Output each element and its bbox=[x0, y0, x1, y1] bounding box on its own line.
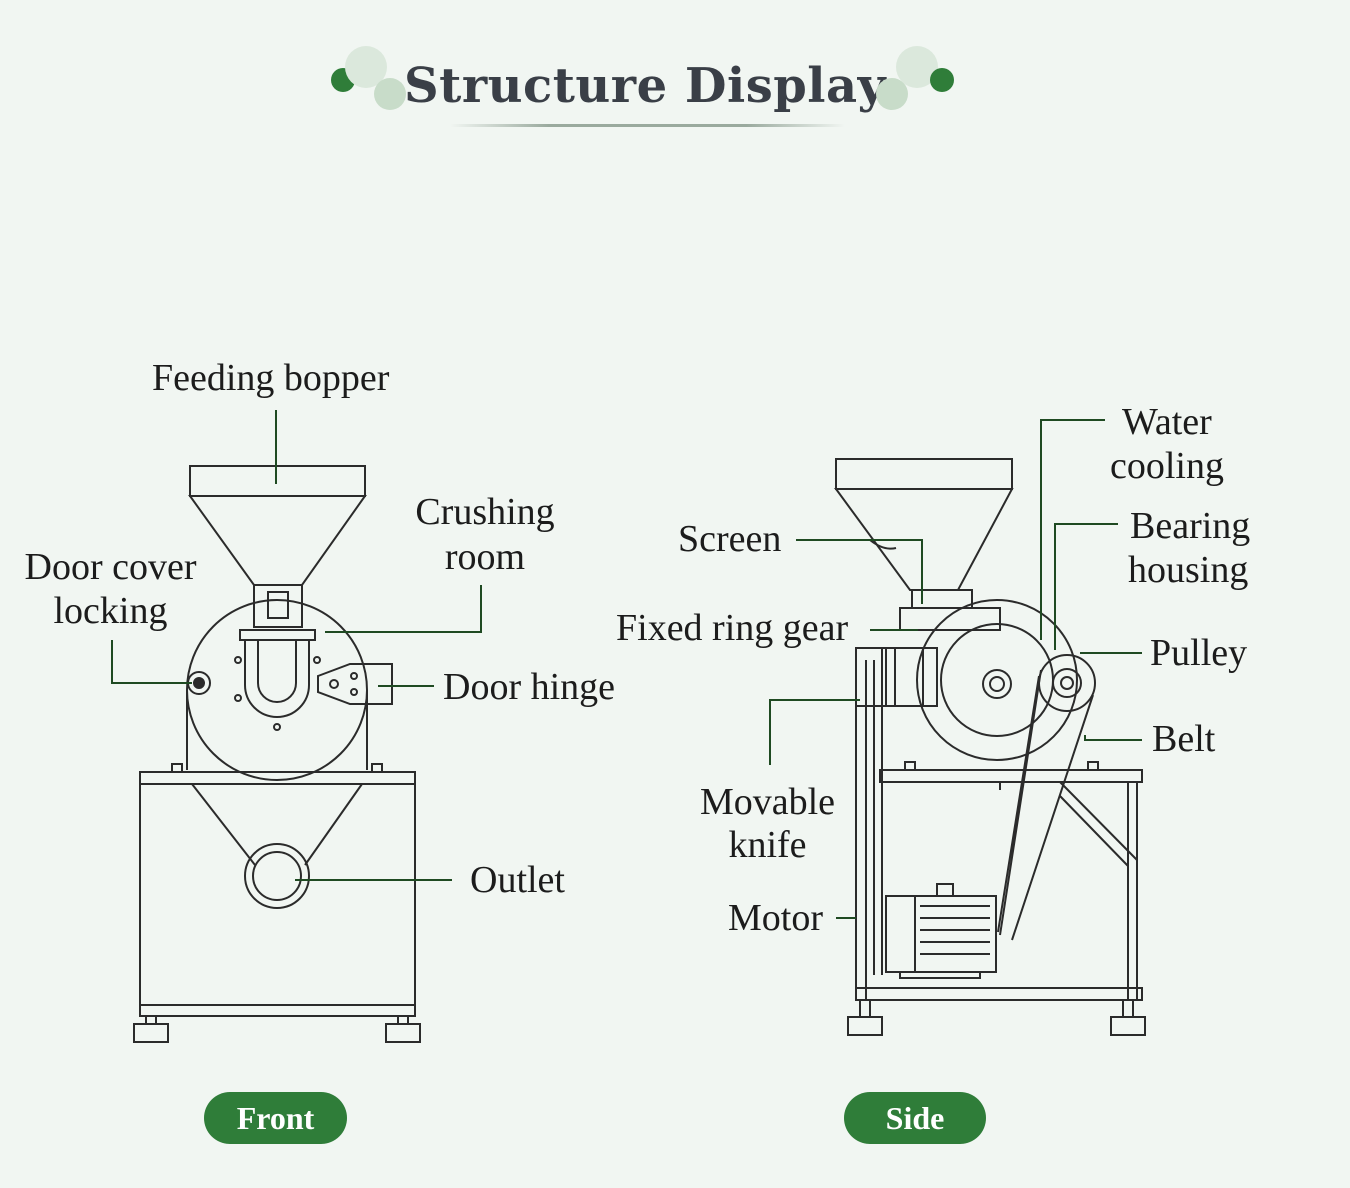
front-neck bbox=[253, 584, 303, 628]
leader-bearing-housing bbox=[1054, 523, 1118, 650]
leader-belt bbox=[1084, 735, 1142, 741]
side-foot-left bbox=[847, 1016, 883, 1036]
side-view-badge: Side bbox=[844, 1092, 986, 1144]
side-belt bbox=[997, 669, 1094, 941]
decor-dot-light-left-small bbox=[374, 78, 406, 110]
front-hopper-rim bbox=[189, 465, 366, 497]
side-foot-right bbox=[1110, 1016, 1146, 1036]
side-view-drawing bbox=[834, 458, 1146, 1036]
side-bearing-housing bbox=[881, 647, 938, 707]
side-grinding-chamber bbox=[916, 599, 1078, 761]
front-view-drawing bbox=[133, 465, 421, 1043]
page-title: Structure Display bbox=[403, 58, 887, 114]
front-foot-right bbox=[385, 1023, 421, 1043]
label-bearing-housing-line2: housing bbox=[1128, 549, 1249, 591]
decor-dot-light-right-small bbox=[876, 78, 908, 110]
leader-movable-knife bbox=[769, 699, 860, 765]
side-pulley bbox=[1038, 654, 1096, 712]
label-crushing-room-line1: Crushing bbox=[415, 491, 555, 533]
leader-water-cooling bbox=[1040, 419, 1105, 640]
side-motor bbox=[885, 895, 997, 973]
front-base-cabinet bbox=[139, 783, 416, 1017]
label-movable-knife-line1: Movable bbox=[699, 781, 836, 823]
label-belt: Belt bbox=[1152, 718, 1216, 760]
label-door-cover-locking-line1: Door cover bbox=[24, 546, 197, 588]
front-view-badge: Front bbox=[204, 1092, 347, 1144]
label-movable-knife-line2: knife bbox=[728, 824, 807, 866]
side-table-top bbox=[879, 769, 1143, 783]
label-crushing-room-line2: room bbox=[444, 536, 526, 578]
label-pulley: Pulley bbox=[1150, 632, 1248, 674]
label-water-cooling-line1: Water bbox=[1122, 401, 1212, 443]
decor-dot-dark-right bbox=[930, 68, 954, 92]
side-screen-housing bbox=[899, 607, 1001, 631]
label-bearing-housing-line1: Bearing bbox=[1130, 505, 1251, 547]
front-table-top bbox=[139, 771, 416, 785]
label-water-cooling-line2: cooling bbox=[1110, 445, 1224, 487]
side-base-rail bbox=[855, 987, 1143, 1001]
front-door-hinge bbox=[317, 663, 393, 705]
front-outlet bbox=[244, 843, 310, 909]
title-underline bbox=[450, 124, 845, 127]
label-outlet: Outlet bbox=[470, 859, 565, 901]
front-hopper-cone bbox=[188, 495, 367, 586]
leader-door-cover-locking bbox=[111, 640, 192, 684]
leader-crushing-room bbox=[325, 585, 482, 633]
label-fixed-ring-gear: Fixed ring gear bbox=[616, 607, 849, 649]
label-feeding-hopper: Feeding bopper bbox=[152, 357, 390, 399]
label-door-cover-locking-line2: locking bbox=[53, 590, 168, 632]
label-screen: Screen bbox=[678, 518, 782, 560]
label-motor: Motor bbox=[728, 897, 823, 939]
front-foot-left bbox=[133, 1023, 169, 1043]
side-hopper-rim bbox=[835, 458, 1013, 490]
label-door-hinge: Door hinge bbox=[443, 666, 616, 708]
leader-screen bbox=[796, 539, 923, 604]
